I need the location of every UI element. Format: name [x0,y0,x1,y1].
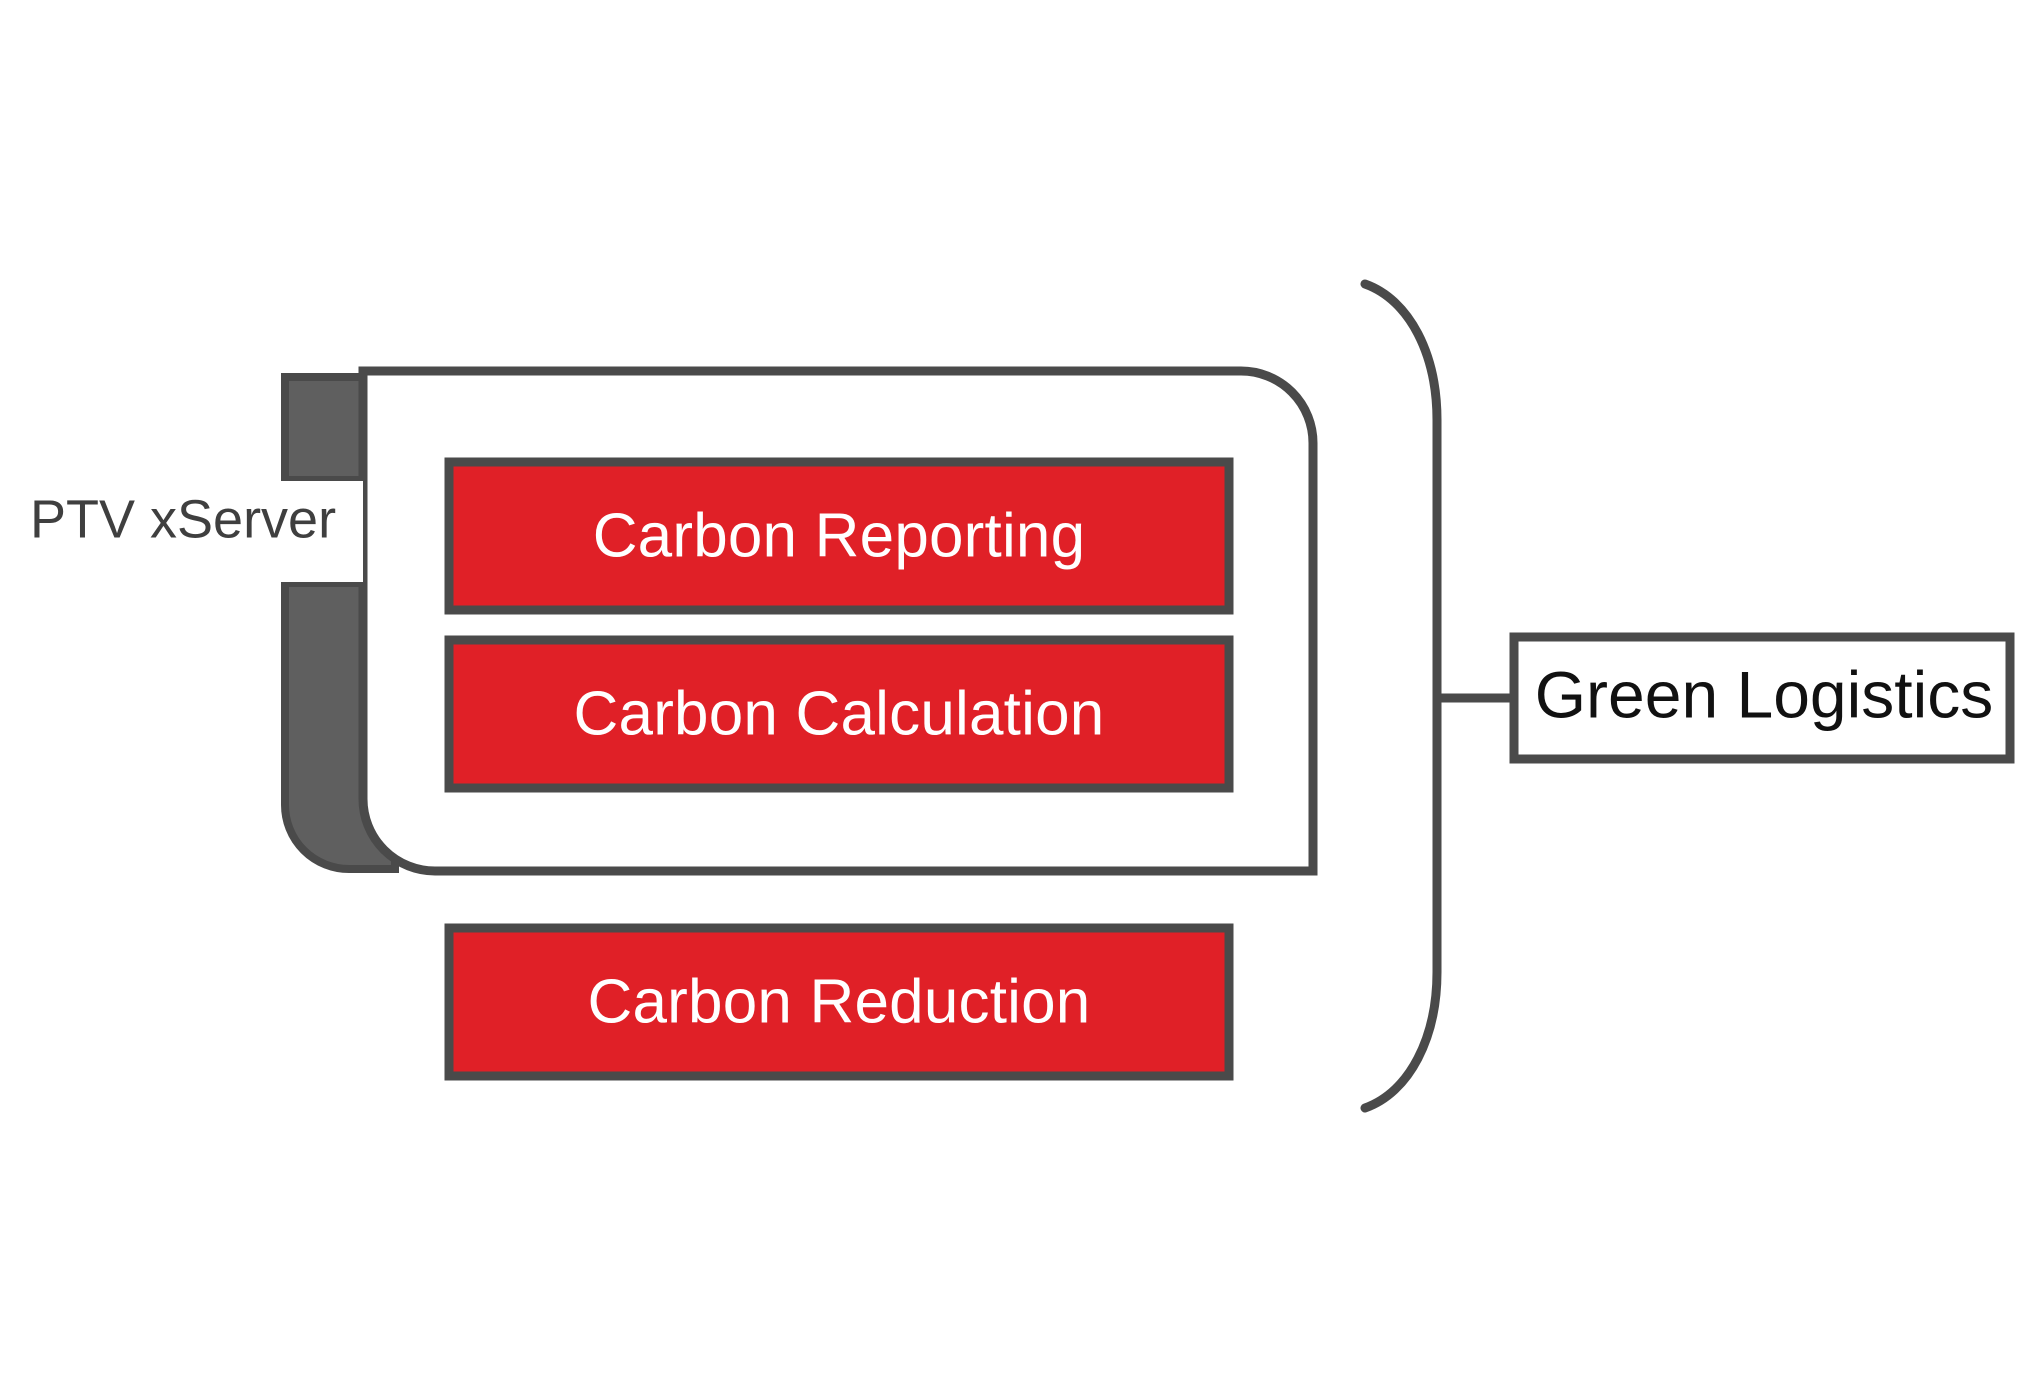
ptv-xserver-label: PTV xServer [30,489,336,549]
ptv-xserver-white-panel [358,366,1318,876]
green-logistics-label: Green Logistics [1535,657,1994,731]
service-box-carbon-calculation[interactable]: Carbon Calculation [444,635,1234,793]
service-box-rect[interactable] [444,457,1234,615]
green-logistics-box[interactable]: Green Logistics [1509,632,2015,764]
ptv-label-gap [262,481,363,582]
green-logistics-box-rect[interactable] [1509,632,2015,764]
grouping-bracket-icon [1360,279,1442,1113]
service-box-rect[interactable] [444,923,1234,1081]
service-box-carbon-reduction[interactable]: Carbon Reduction [444,923,1234,1081]
service-box-label: Carbon Reduction [588,967,1091,1036]
service-box-carbon-reporting[interactable]: Carbon Reporting [444,457,1234,615]
service-box-label: Carbon Calculation [574,679,1105,748]
service-box-rect[interactable] [444,635,1234,793]
service-box-label: Carbon Reporting [593,501,1086,570]
